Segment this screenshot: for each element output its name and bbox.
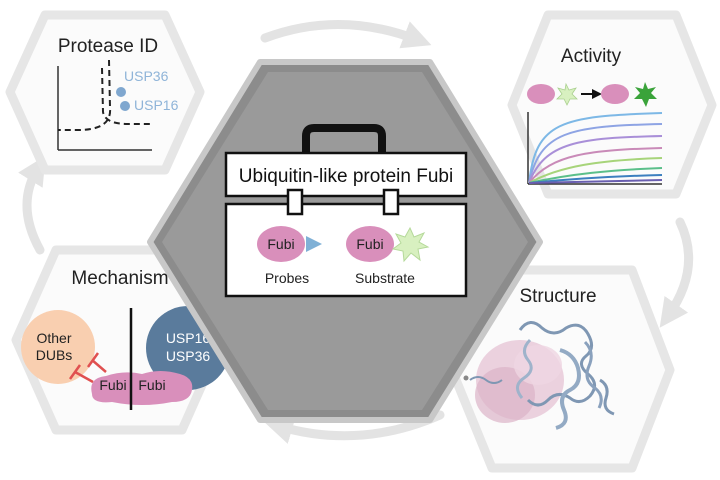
probes-label: Probes <box>265 270 309 286</box>
activity-curve <box>528 167 663 184</box>
probe-fubi-label: Fubi <box>267 236 294 252</box>
activity-curve <box>528 147 663 184</box>
panel-structure: Structure <box>447 265 675 473</box>
panel-title: Activity <box>561 46 622 67</box>
label-usp16: USP16 <box>134 97 179 113</box>
cycle-arrow-icon <box>260 20 432 49</box>
activity-curve <box>528 112 663 184</box>
fubi-right-label: Fubi <box>138 377 165 393</box>
label-usp36: USP36 <box>124 68 169 84</box>
fubi-left-label: Fubi <box>99 377 126 393</box>
toolbox-title: Ubiquitin-like protein Fubi <box>239 166 453 187</box>
fubi-cleavage-blob <box>91 371 193 405</box>
hexagon-frame <box>507 10 717 199</box>
substrate-fubi-label: Fubi <box>356 236 383 252</box>
inhibition-bar-icon <box>68 352 107 384</box>
activity-curve <box>528 179 663 184</box>
fubi-blob <box>601 84 629 104</box>
activity-curve <box>528 174 663 184</box>
probe-fubi-blob <box>257 226 305 262</box>
usp16-label: USP16 <box>166 330 211 346</box>
cycle-arrow-icon <box>18 155 46 255</box>
activity-curve <box>528 135 663 184</box>
activity-curve <box>528 123 663 184</box>
dashed-curve-1 <box>101 67 152 125</box>
point-usp36 <box>116 87 126 97</box>
protein-structure-image <box>463 321 615 430</box>
panel-mechanism: Mechanism Other DUBs USP16 USP36 Fubi Fu… <box>11 245 230 435</box>
panel-activity: Activity <box>507 10 717 199</box>
briefcase-icon <box>302 124 386 153</box>
fubi-blob <box>527 84 555 104</box>
activity-curve <box>528 157 663 184</box>
dashed-curve-2 <box>58 59 112 131</box>
cycle-arrow-icon <box>659 217 694 328</box>
panel-title: Structure <box>519 286 596 307</box>
other-dubs-label-1: Other <box>36 330 71 346</box>
central-toolbox: Ubiquitin-like protein Fubi Fubi Probes … <box>147 59 543 423</box>
substrate-label: Substrate <box>355 270 415 286</box>
point-usp16 <box>120 101 130 111</box>
other-dubs-label-2: DUBs <box>36 347 73 363</box>
probe-arrow-icon <box>306 236 322 252</box>
activity-star-icon <box>634 82 657 107</box>
substrate-star-icon <box>556 82 578 106</box>
briefcase-lid <box>224 151 468 198</box>
panel-protease-id: Protease ID USP36 USP16 <box>5 10 205 175</box>
briefcase-clasp-right <box>382 188 400 216</box>
substrate-fubi-blob <box>346 226 394 262</box>
substrate-star-icon <box>391 226 430 263</box>
panel-title: Protease ID <box>58 36 158 57</box>
briefcase-clasp-left <box>286 188 304 216</box>
panel-title: Mechanism <box>71 268 168 289</box>
other-dubs-circle <box>21 310 95 384</box>
usp36-label: USP36 <box>166 348 211 364</box>
